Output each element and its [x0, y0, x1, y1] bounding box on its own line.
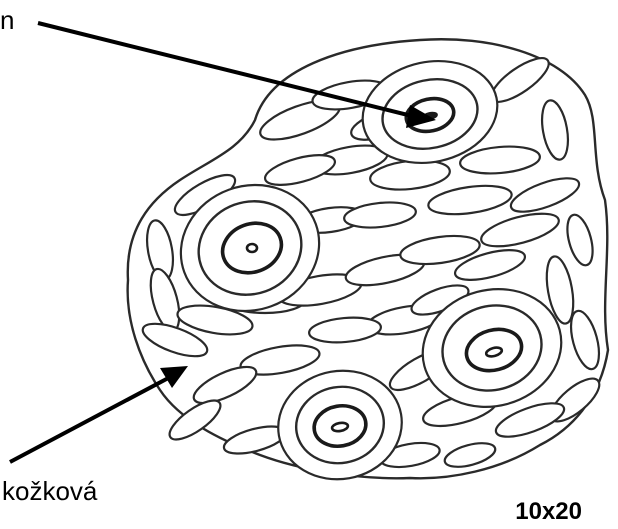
magnification-label: 10x20 — [515, 498, 582, 526]
label-bottom: kožková — [2, 476, 97, 507]
arrow-bottom — [10, 366, 188, 462]
label-top: n — [0, 5, 14, 36]
